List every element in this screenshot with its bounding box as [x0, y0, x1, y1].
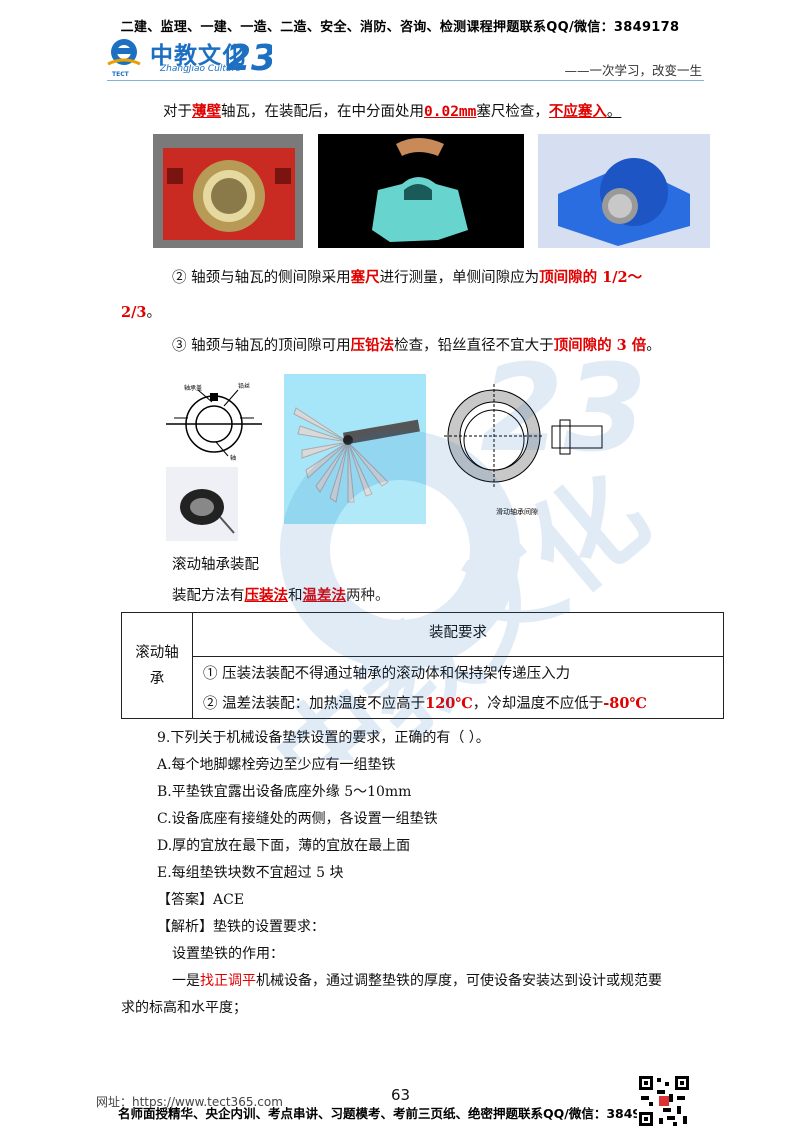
table-col-header: 装配要求 [192, 612, 724, 657]
table-item-press: ① 压装法装配不得通过轴承的滚动体和保持架传递压入力 [192, 656, 724, 688]
option-e: E.每组垫铁块数不宜超过 5 块 [157, 865, 344, 881]
logo-23-icon: 23 [226, 38, 272, 76]
option-d: D.厚的宜放在最下面，薄的宜放在最上面 [157, 838, 411, 854]
para-side-clearance-cont: 2/3。 [121, 304, 161, 321]
label-lead-wire: 铅丝 [238, 382, 250, 390]
logo-text: 中教文化 [150, 43, 246, 69]
logo-tect: TECT [112, 71, 129, 78]
para-side-clearance: ② 轴颈与轴瓦的侧间隙采用塞尺进行测量，单侧间隙应为顶间隙的 1/2～ [172, 269, 643, 286]
photo-red-bearing-block [153, 134, 303, 248]
diagram-lead-wire-method: 轴承盖 铅丝 轴 [158, 366, 270, 466]
qr-code-icon [637, 1074, 691, 1128]
photo-feeler-gauge [284, 374, 426, 524]
footer-url: 网址：https://www.tect365.com [96, 1095, 283, 1109]
watermark-logo-icon: 中教文化 23 [252, 340, 670, 760]
diagram-sliding-bearing-clearance: 滑动轴承间隙 [436, 374, 606, 518]
table-item-temperature: ② 温差法装配：加热温度不应高于120℃，冷却温度不应低于-80℃ [192, 687, 724, 719]
para-top-clearance: ③ 轴颈与轴瓦的顶间隙可用压铅法检查，铅丝直径不宜大于顶间隙的 3 倍。 [172, 337, 661, 354]
bearing-diagram-title: 滑动轴承间隙 [496, 507, 538, 516]
header-slogan: ——一次学习，改变一生 [564, 63, 702, 78]
label-shaft: 轴 [230, 454, 236, 462]
logo-english: ZhangJiao Culture [160, 64, 241, 74]
option-b: B.平垫铁宜露出设备底座外缘 5～10mm [157, 784, 412, 800]
purpose-line: 设置垫铁的作用： [172, 946, 284, 962]
section-title: 滚动轴承装配 [172, 557, 259, 573]
svg-text:23: 23 [226, 38, 272, 76]
photo-cyan-bearing-seat [318, 134, 524, 248]
body-line-1: 一是找正调平机械设备，通过调整垫铁的厚度，可使设备安装达到设计或规范要 [172, 973, 662, 989]
para-assembly-methods: 装配方法有压装法和温差法两种。 [172, 587, 390, 604]
option-c: C.设备底座有接缝处的两侧，各设置一组垫铁 [157, 811, 438, 827]
header-divider [107, 80, 704, 81]
footer-promo-line: 名师面授精华、央企内训、考点串讲、习题模考、考前三页纸、绝密押题联系QQ/微信：… [118, 1106, 668, 1121]
para-thin-bearing: 对于薄壁轴瓦，在装配后，在中分面处用0.02mm塞尺检查，不应塞入。 [163, 103, 622, 120]
photo-blue-pillow-block [538, 134, 710, 248]
page-number: 63 [391, 1086, 411, 1104]
header-promo-line: 二建、监理、一建、一造、二造、安全、消防、咨询、检测课程押题联系QQ/微信：38… [120, 20, 680, 35]
photo-lead-wire-coil [166, 467, 238, 541]
assembly-requirements-table: 滚动轴承 装配要求 ① 压装法装配不得通过轴承的滚动体和保持架传递压入力 ② 温… [121, 612, 724, 719]
answer-line: 【答案】ACE [157, 892, 245, 908]
label-bearing-cover: 轴承盖 [184, 384, 202, 392]
svg-text:23: 23 [480, 340, 647, 479]
analysis-line: 【解析】垫铁的设置要求： [157, 919, 325, 935]
body-line-2: 求的标高和水平度； [121, 1000, 247, 1016]
logo-emblem-icon [107, 39, 141, 66]
option-a: A.每个地脚螺栓旁边至少应有一组垫铁 [157, 757, 396, 773]
question-stem: 9.下列关于机械设备垫铁设置的要求，正确的有（ ）。 [157, 730, 490, 746]
